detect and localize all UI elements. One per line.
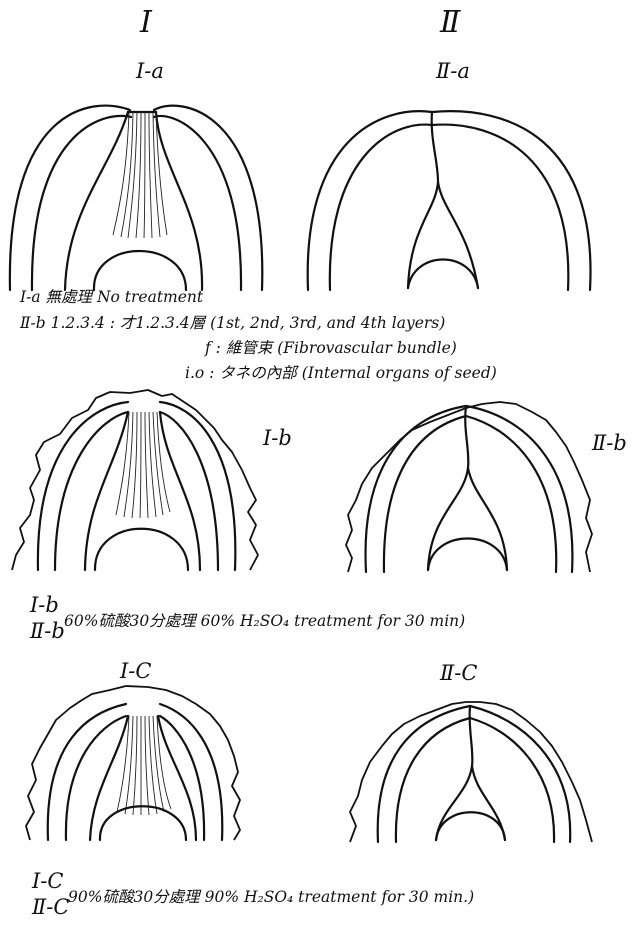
legend-line-3: f : 維管束 (Fibrovascular bundle) bbox=[204, 339, 457, 357]
diagram-IIb bbox=[346, 402, 592, 572]
legend-line-1: I-a 無處理 No treatment bbox=[19, 288, 204, 306]
legend-line-2: Ⅱ-b 1.2.3.4 : 才1.2.3.4層 (1st, 2nd, 3rd, … bbox=[19, 314, 445, 332]
caption-c-text: 90%硫酸30分處理 90% H₂SO₄ treatment for 30 mi… bbox=[68, 888, 474, 906]
column-header-right: Ⅱ bbox=[439, 5, 461, 40]
caption-b-label-1: I-b bbox=[29, 593, 59, 617]
diagram-Ib bbox=[12, 390, 258, 570]
panel-label-IIb: Ⅱ-b bbox=[591, 431, 627, 455]
diagram-IIc bbox=[350, 702, 592, 842]
caption-c-label-2: Ⅱ-C bbox=[31, 895, 69, 919]
column-header-left: I bbox=[139, 5, 153, 40]
panel-label-Ic: I-C bbox=[119, 659, 151, 683]
diagram-IIa bbox=[308, 111, 591, 290]
diagram-Ia bbox=[10, 106, 262, 290]
caption-b-text: 60%硫酸30分處理 60% H₂SO₄ treatment for 30 mi… bbox=[64, 612, 465, 630]
panel-label-Ib: I-b bbox=[262, 426, 292, 450]
panel-label-IIa: Ⅱ-a bbox=[435, 59, 470, 83]
panel-label-Ia: I-a bbox=[135, 59, 164, 83]
legend-line-4: i.o : タネの內部 (Internal organs of seed) bbox=[185, 364, 497, 382]
panel-label-IIc: Ⅱ-C bbox=[439, 661, 477, 685]
caption-b-label-2: Ⅱ-b bbox=[29, 619, 65, 643]
caption-c-label-1: I-C bbox=[31, 869, 63, 893]
diagram-Ic bbox=[26, 686, 240, 840]
